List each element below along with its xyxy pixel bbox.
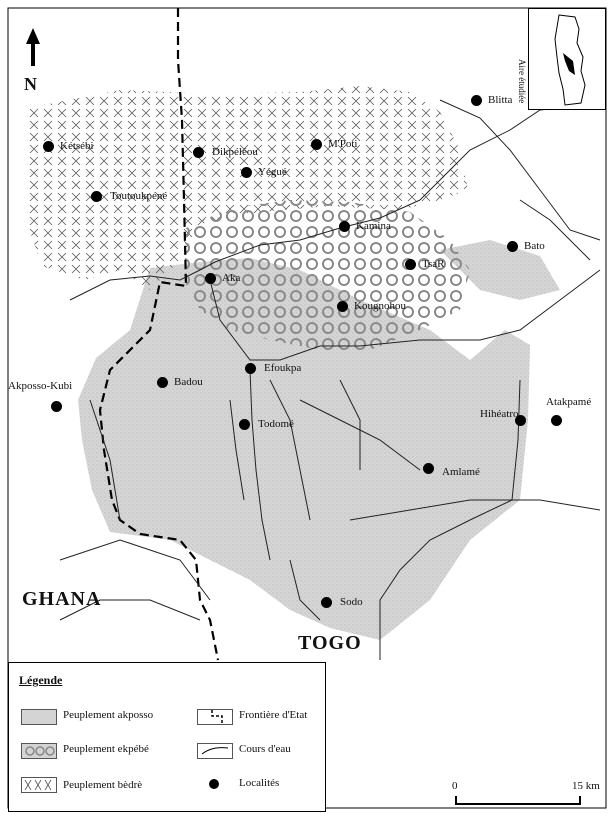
locality-label: Bato <box>524 240 545 252</box>
locality-label: TsaR <box>422 258 445 270</box>
legend-item-river: Cours d'eau <box>239 743 291 755</box>
legend-item-localities: Localités <box>239 777 280 789</box>
locality-label: Todomé <box>258 418 294 430</box>
north-arrow-icon <box>26 28 40 66</box>
legend: Légende Peuplement akposso Peuplement ek… <box>8 662 326 812</box>
north-label: N <box>24 74 37 94</box>
locality-dot <box>507 241 518 252</box>
locality-dot <box>471 95 482 106</box>
locality-dot <box>239 419 250 430</box>
locality-label: Dikpéléou <box>212 146 258 158</box>
akposso-zone <box>78 258 530 640</box>
locality-dot <box>339 221 350 232</box>
scale-end-label: 15 km <box>572 780 600 792</box>
locality-dot <box>43 141 54 152</box>
rivers <box>59 99 601 660</box>
locality-label: Kamina <box>356 220 391 232</box>
legend-item-ekpebe: Peuplement ekpébé <box>63 743 149 755</box>
border-line-icon <box>197 709 233 725</box>
locality-dot <box>51 401 62 412</box>
locality-label: Akposso-Kubi <box>8 380 73 392</box>
locality-dot <box>157 377 168 388</box>
locality-label: Sodo <box>340 596 363 608</box>
locality-label: Amlamé <box>442 466 480 478</box>
akposso-swatch-icon <box>21 709 57 725</box>
legend-item-akposso: Peuplement akposso <box>63 709 154 721</box>
locality-label: Kétsébi <box>60 140 94 152</box>
scale-start-label: 0 <box>452 780 458 792</box>
state-border <box>98 8 220 661</box>
scale-bar <box>455 796 581 805</box>
locality-label: Toutoukpéné <box>110 190 168 202</box>
locality-label: Atakpamé <box>546 396 592 408</box>
legend-item-bedre: Peuplement bèdrè <box>63 779 143 791</box>
locality-label: Badou <box>174 376 203 388</box>
country-label-togo: TOGO <box>298 632 362 654</box>
locality-dot <box>423 463 434 474</box>
locality-label: Aka <box>222 272 241 284</box>
legend-item-border: Frontière d'Etat <box>239 709 308 721</box>
ekpebe-zone <box>184 200 470 350</box>
locality-dot <box>91 191 102 202</box>
locality-label: Efoukpa <box>264 362 302 374</box>
inset-map: Aire étudiée <box>517 8 606 110</box>
locality-dot <box>551 415 562 426</box>
locality-label: Yégué <box>258 166 287 178</box>
locality-label: M'Poti <box>328 138 358 150</box>
locality-dot-icon <box>209 779 219 789</box>
ekpebe-swatch-icon <box>21 743 57 759</box>
locality-label: Kougnohou <box>354 300 406 312</box>
inset-label: Aire étudiée <box>517 59 527 104</box>
locality-dot <box>515 415 526 426</box>
togo-outline-icon <box>554 14 586 106</box>
locality-dot <box>311 139 322 150</box>
bedre-swatch-icon <box>21 777 57 793</box>
locality-dot <box>193 147 204 158</box>
locality-dot <box>245 363 256 374</box>
locality-label: Blitta <box>488 94 513 106</box>
locality-dot <box>241 167 252 178</box>
country-label-ghana: GHANA <box>22 588 102 610</box>
locality-dot <box>337 301 348 312</box>
river-line-icon <box>197 743 233 759</box>
locality-dot <box>321 597 332 608</box>
locality-dot <box>205 273 216 284</box>
locality-dot <box>405 259 416 270</box>
bedre-zone <box>26 86 468 290</box>
legend-title: Légende <box>19 673 63 687</box>
locality-label: Hihéatro <box>480 408 519 420</box>
